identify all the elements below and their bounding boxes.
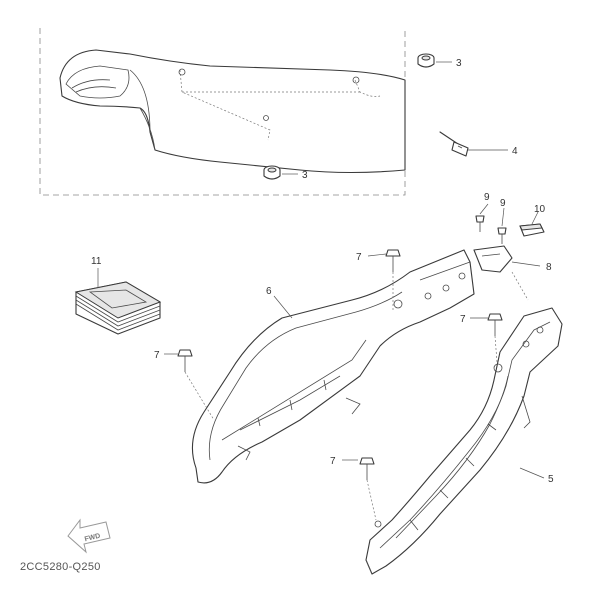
callout-9-left: 9 bbox=[484, 192, 490, 203]
bolt-4 bbox=[439, 131, 469, 157]
callout-9-right: 9 bbox=[500, 198, 506, 209]
grommet-lower bbox=[263, 165, 281, 180]
callout-7-left: 7 bbox=[154, 350, 160, 361]
callout-10: 10 bbox=[534, 204, 546, 215]
callout-4: 4 bbox=[512, 146, 518, 157]
bolt-7-bottom bbox=[359, 457, 377, 521]
fwd-label: FWD bbox=[84, 533, 101, 544]
seat bbox=[59, 49, 406, 174]
callout-6: 6 bbox=[266, 286, 272, 297]
grab-rail-5 bbox=[365, 307, 563, 575]
bracket-8 bbox=[473, 245, 513, 273]
cap-10 bbox=[519, 223, 545, 237]
diagram-code: 2CC5280-Q250 bbox=[20, 561, 101, 573]
callout-5: 5 bbox=[548, 474, 554, 485]
grab-bar-frame-6 bbox=[191, 249, 475, 484]
grommet-top bbox=[417, 53, 435, 68]
callout-8: 8 bbox=[546, 262, 552, 273]
bolt-7-top bbox=[385, 249, 401, 310]
owners-manual-11 bbox=[74, 281, 162, 335]
callout-3-top: 3 bbox=[456, 58, 462, 69]
callout-7-right: 7 bbox=[460, 314, 466, 325]
screw-9-left bbox=[475, 215, 485, 232]
callout-11: 11 bbox=[91, 256, 102, 267]
forward-arrow-icon: FWD bbox=[67, 518, 111, 554]
callout-7-top: 7 bbox=[356, 252, 362, 263]
callout-3-lower: 3 bbox=[302, 170, 308, 181]
callout-7-bottom: 7 bbox=[330, 456, 336, 467]
bolt-7-left bbox=[177, 349, 215, 421]
screw-9-right bbox=[497, 227, 507, 244]
bolt-7-right bbox=[487, 313, 503, 363]
